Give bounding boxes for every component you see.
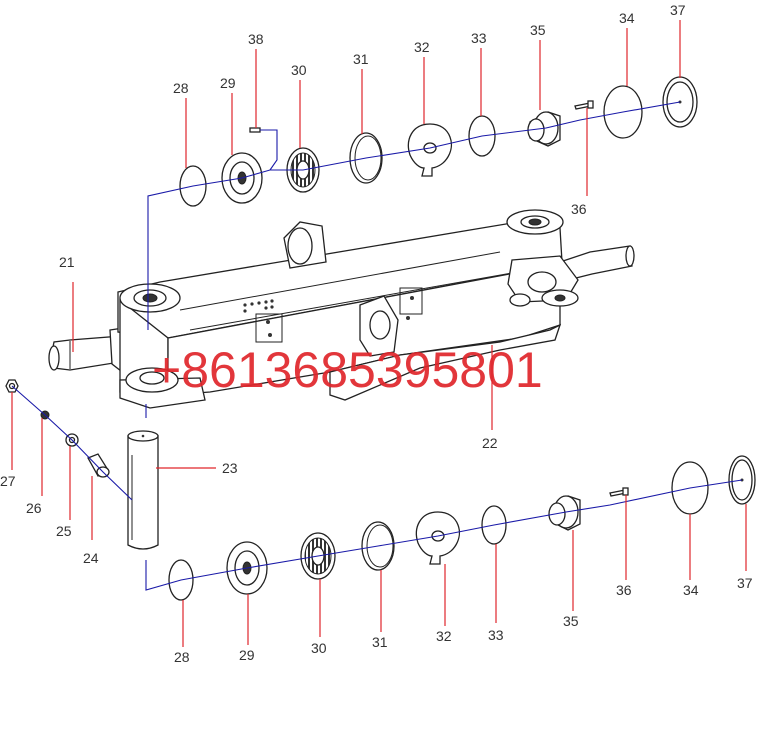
label-upper-38: 38 <box>248 31 264 47</box>
kingpin <box>127 430 159 550</box>
label-upper-29: 29 <box>220 75 236 91</box>
lower-bolt-36 <box>609 487 629 497</box>
leader-lines <box>11 20 747 647</box>
assembly-axis-lines <box>11 101 743 591</box>
label-26: 26 <box>26 500 42 516</box>
upper-bushing-35 <box>527 111 561 147</box>
label-24: 24 <box>83 550 99 566</box>
label-lower-36: 36 <box>616 582 632 598</box>
label-lower-31: 31 <box>372 634 388 650</box>
label-lower-29: 29 <box>239 647 255 663</box>
axle-beam-body <box>117 209 635 409</box>
label-upper-31: 31 <box>353 51 369 67</box>
label-upper-36: 36 <box>571 201 587 217</box>
axle-beam-assembly <box>48 209 635 409</box>
label-lower-32: 32 <box>436 628 452 644</box>
label-upper-34: 34 <box>619 10 635 26</box>
upper-pin-38 <box>249 127 261 133</box>
lower-bushing-35 <box>548 495 581 531</box>
label-upper-37: 37 <box>670 2 686 18</box>
label-lower-35: 35 <box>563 613 579 629</box>
phone-watermark: +8613685395801 <box>152 342 543 398</box>
label-23: 23 <box>222 460 238 476</box>
upper-bolt-36 <box>574 100 594 110</box>
label-lower-30: 30 <box>311 640 327 656</box>
label-upper-30: 30 <box>291 62 307 78</box>
label-22: 22 <box>482 435 498 451</box>
label-upper-32: 32 <box>414 39 430 55</box>
label-upper-33: 33 <box>471 30 487 46</box>
label-lower-37: 37 <box>737 575 753 591</box>
label-lower-34: 34 <box>683 582 699 598</box>
label-lower-28: 28 <box>174 649 190 665</box>
label-upper-35: 35 <box>530 22 546 38</box>
lower-shim-32 <box>415 511 460 565</box>
grease-nipple <box>87 453 110 478</box>
part-labels: 21 22 23 24 25 26 27 28 29 38 30 31 32 3… <box>0 2 753 665</box>
label-lower-33: 33 <box>488 627 504 643</box>
label-upper-28: 28 <box>173 80 189 96</box>
label-21: 21 <box>59 254 75 270</box>
label-25: 25 <box>56 523 72 539</box>
label-27: 27 <box>0 473 16 489</box>
